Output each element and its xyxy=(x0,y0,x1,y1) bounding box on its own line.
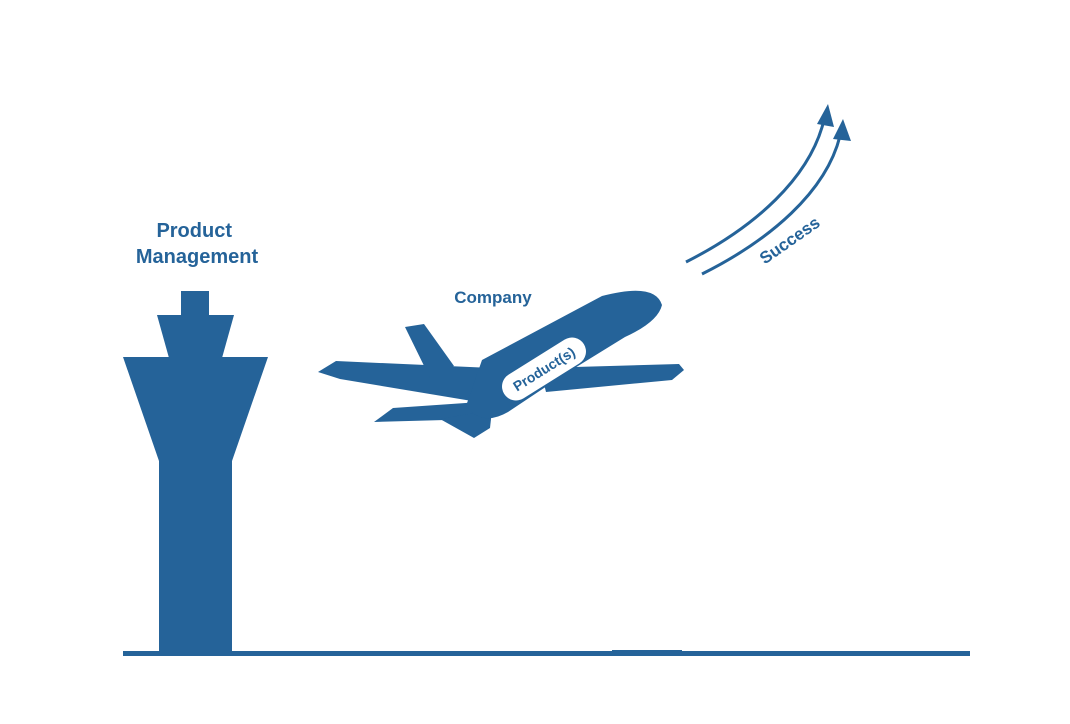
tower-label-line1: Product xyxy=(156,220,232,242)
company-label: Company xyxy=(454,288,532,307)
success-arrows-icon xyxy=(685,104,851,276)
ground-line xyxy=(123,650,970,656)
airplane-icon xyxy=(318,290,684,438)
tower-label-line2: Management xyxy=(136,246,259,268)
tower-label: Product Management xyxy=(136,220,259,268)
control-tower-icon xyxy=(123,291,268,652)
trajectory-label: Success xyxy=(756,213,823,268)
